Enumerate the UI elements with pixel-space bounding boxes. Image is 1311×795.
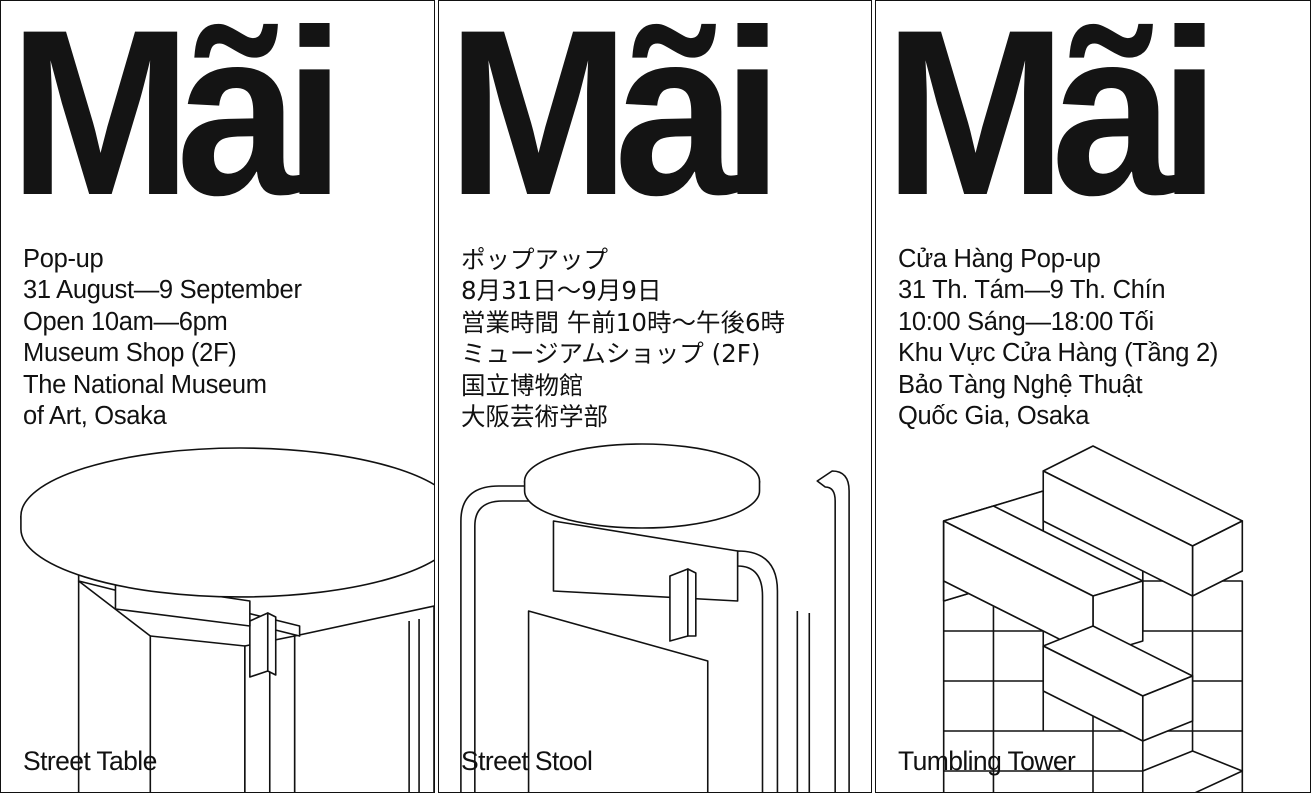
event-info: ポップアップ 8月31日〜9月9日 営業時間 午前10時〜午後6時 ミュージアム…: [461, 244, 866, 432]
info-line: 営業時間 午前10時〜午後6時: [461, 307, 786, 337]
event-info: Cửa Hàng Pop-up 31 Th. Tám—9 Th. Chín 10…: [898, 244, 1303, 432]
info-line: Quốc Gia, Osaka: [898, 402, 1090, 431]
info-line: 31 August—9 September: [23, 276, 302, 305]
poster-title: Mãi: [884, 0, 1220, 245]
poster-english: Mãi Pop-up 31 August—9 September Open 10…: [0, 0, 435, 793]
info-line: Museum Shop (2F): [23, 339, 237, 368]
info-line: Open 10am—6pm: [23, 307, 228, 336]
poster-japanese: Mãi ポップアップ 8月31日〜9月9日 営業時間 午前10時〜午後6時 ミュ…: [438, 0, 872, 793]
product-name: Street Stool: [461, 746, 593, 776]
info-line: Khu Vực Cửa Hàng (Tầng 2): [898, 339, 1219, 368]
info-line: 国立博物館: [461, 370, 584, 400]
info-line: 10:00 Sáng—18:00 Tối: [898, 307, 1154, 336]
info-line: Bảo Tàng Nghệ Thuật: [898, 370, 1143, 399]
street-stool-illustration: [439, 431, 871, 792]
tumbling-tower-illustration: [876, 431, 1310, 792]
street-table-illustration: [1, 431, 434, 792]
product-name: Tumbling Tower: [898, 746, 1076, 776]
info-line: The National Museum: [23, 370, 267, 399]
info-line: Cửa Hàng Pop-up: [898, 245, 1101, 273]
poster-title: Mãi: [447, 0, 783, 245]
info-line: Pop-up: [23, 245, 104, 273]
event-info: Pop-up 31 August—9 September Open 10am—6…: [23, 244, 428, 432]
info-line: 8月31日〜9月9日: [461, 276, 662, 306]
poster-title: Mãi: [9, 0, 345, 245]
info-line: ミュージアムショップ (2F): [461, 339, 761, 369]
poster-vietnamese: Mãi Cửa Hàng Pop-up 31 Th. Tám—9 Th. Chí…: [875, 0, 1311, 793]
info-line: of Art, Osaka: [23, 402, 167, 431]
info-line: ポップアップ: [461, 245, 608, 274]
info-line: 31 Th. Tám—9 Th. Chín: [898, 276, 1166, 305]
product-name: Street Table: [23, 746, 157, 776]
info-line: 大阪芸術学部: [461, 402, 608, 432]
